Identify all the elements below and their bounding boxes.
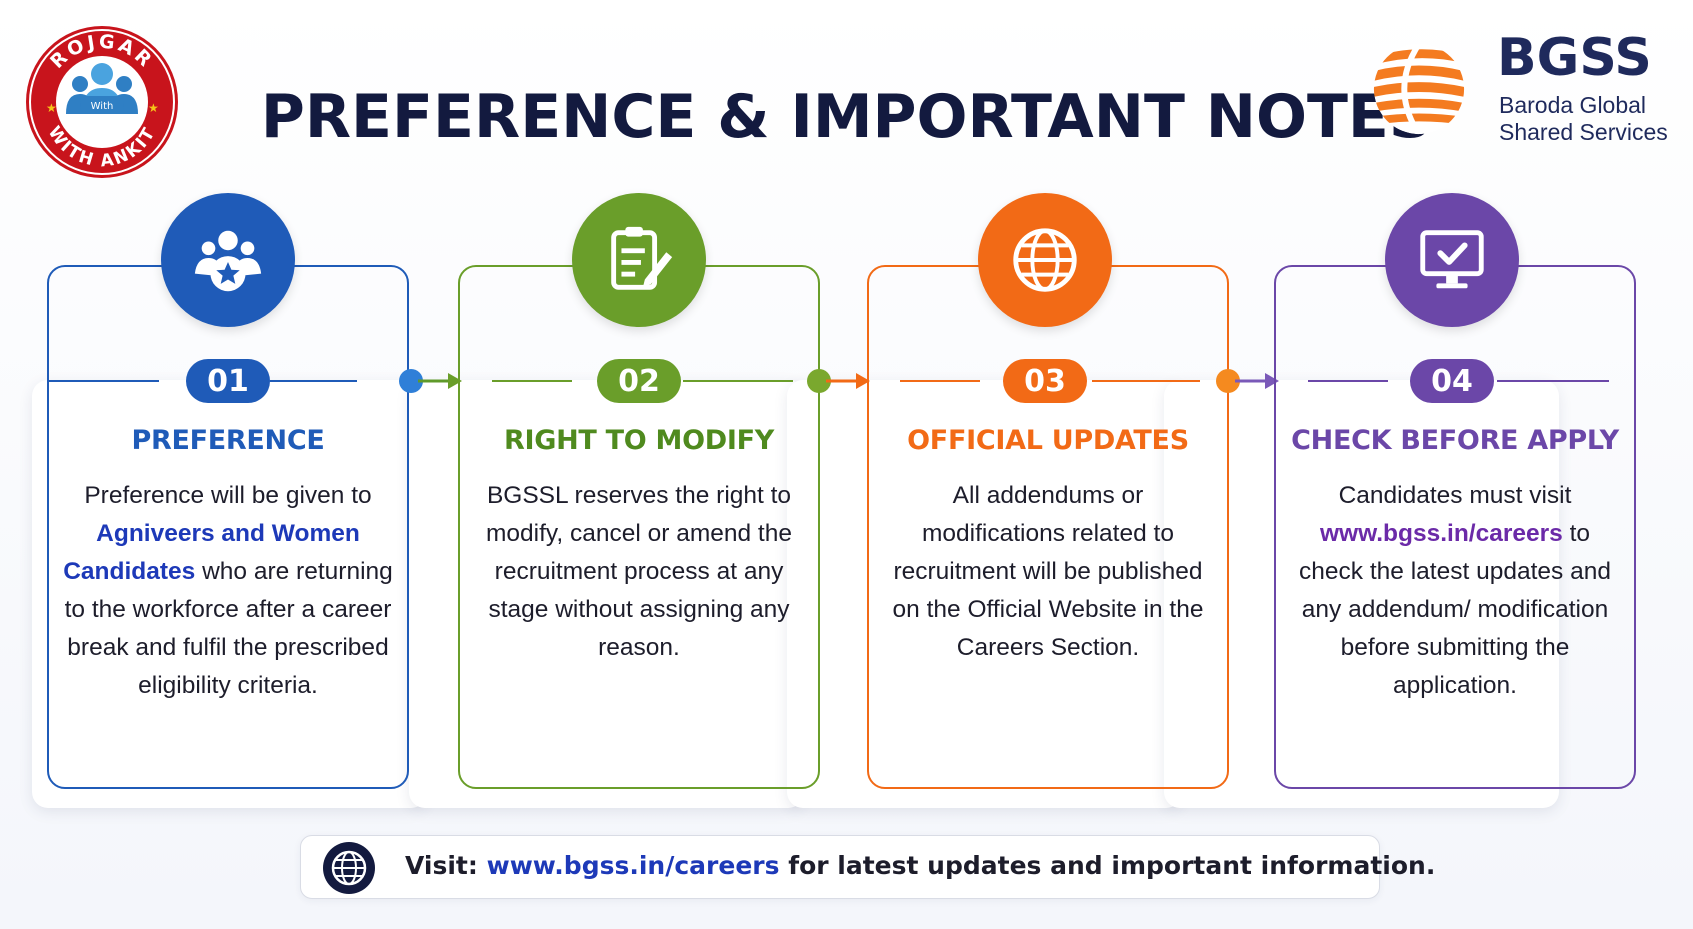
footer-text: Visit: www.bgss.in/careers for latest up… [405,851,1435,880]
card-1-line-right [270,380,357,382]
clipboard-edit-icon [572,193,706,327]
card-2-text: BGSSL reserves the right to modify, canc… [486,482,792,661]
card-1-title: PREFERENCE [131,425,325,456]
card-4-line-right [1497,380,1609,382]
svg-text:★: ★ [46,101,57,115]
card-2-line-right [683,380,793,382]
card-2-line-left [492,380,572,382]
card-panel-4 [1164,380,1559,808]
footer-banner: Visit: www.bgss.in/careers for latest up… [300,835,1435,899]
card-3-line-left [900,380,980,382]
footer-link[interactable]: www.bgss.in/careers [486,851,780,880]
bgss-globe-icon [1373,43,1465,135]
card-2-title: RIGHT TO MODIFY [504,425,774,456]
card-1-line-left [49,380,159,382]
card-3-title: OFFICIAL UPDATES [907,425,1189,456]
footer-globe-icon [323,842,375,894]
rojgar-with-ankit-logo: With ROJGAR WITH ANKIT ★ ★ [22,22,182,182]
bgss-brand: BGSS [1497,28,1652,88]
card-3-number: 03 [1003,359,1087,403]
card-4-number: 04 [1410,359,1494,403]
card-3-line-right [1092,380,1200,382]
bgss-subtitle: Baroda Global Shared Services [1499,92,1668,146]
bgss-subtitle-line1: Baroda Global [1499,92,1647,118]
bgss-subtitle-line2: Shared Services [1499,119,1668,145]
card-3-text: All addendums or modifications related t… [892,482,1204,661]
connector-1-2 [398,367,468,395]
card-4-text-pre: Candidates must visit [1338,482,1572,509]
card-2-number: 02 [597,359,681,403]
monitor-check-icon [1385,193,1519,327]
card-4-text-post: to check the latest updates and any adde… [1299,520,1611,699]
card-1-text-post: who are returning to the workforce after… [64,558,393,699]
card-4-text: Candidates must visit www.bgss.in/career… [1290,477,1620,705]
logo-with-text: With [91,101,114,112]
card-1-text: Preference will be given to Agniveers an… [63,477,393,705]
footer-suffix: for latest updates and important informa… [788,851,1436,880]
card-4-line-left [1308,380,1388,382]
card-1-text-pre: Preference will be given to [84,482,372,509]
card-panel-1 [32,380,427,808]
page-title: PREFERENCE & IMPORTANT NOTES [260,82,1433,152]
svg-text:★: ★ [148,101,159,115]
card-1-highlight: Agniveers and Women Candidates [63,520,360,585]
card-4-title: CHECK BEFORE APPLY [1291,425,1619,456]
bgss-logo: BGSS Baroda Global Shared Services [1370,32,1680,146]
connector-3-4 [1215,367,1285,395]
footer-prefix: Visit: [405,851,478,880]
card-4-link[interactable]: www.bgss.in/careers [1319,520,1563,547]
card-panel-2 [409,380,804,808]
card-1-number: 01 [186,359,270,403]
connector-2-3 [806,367,876,395]
card-panel-3 [787,380,1182,808]
globe-icon [978,193,1112,327]
people-star-icon [161,193,295,327]
